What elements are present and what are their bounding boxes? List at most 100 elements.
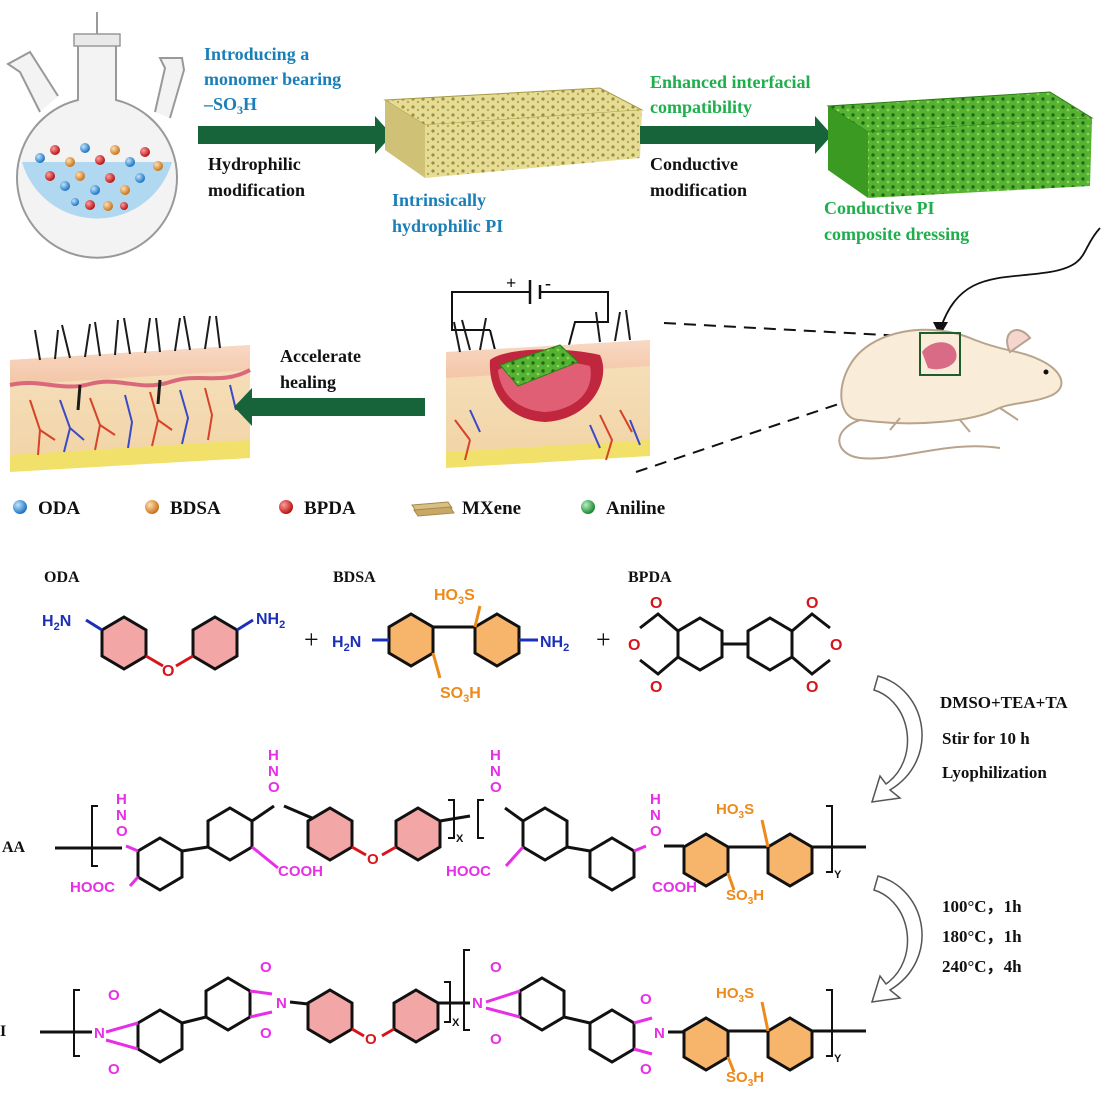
heal-line2: healing [280, 372, 336, 392]
pi-o4: O [260, 1025, 272, 1042]
red-sphere-icon [279, 500, 293, 514]
pi-structure: I N O O O O N O X N O O O O [0, 949, 866, 1089]
orange-sphere-icon [145, 500, 159, 514]
step1-title-line1: Introducing a [204, 44, 309, 64]
bpda-carbonyl-o4: O [806, 679, 818, 696]
oda-structure: H2N NH2 O [42, 611, 285, 680]
cond2-line3: 240°C，4h [942, 957, 1022, 976]
pi-sulfonic-top: HO3S [716, 985, 754, 1005]
cond1-line3: Lyophilization [942, 763, 1047, 782]
paa-o4: O [650, 823, 662, 840]
application-curve-arrow [939, 227, 1101, 331]
hydrophilic-pi-sponge [383, 87, 644, 178]
paa-structure: AA H N O HOOC COOH H N O O X H N O [2, 747, 866, 907]
mxene-flake-icon [411, 501, 455, 517]
reaction-arrow-2 [870, 875, 923, 1003]
healing-arrow [234, 388, 425, 426]
step2-label-line2: modification [650, 180, 747, 200]
paa-h4: H [650, 791, 661, 808]
pi-o6: O [490, 1031, 502, 1048]
paa-n2: N [268, 763, 279, 780]
battery-minus: - [545, 273, 551, 293]
oda-ether-oxygen: O [162, 663, 174, 680]
material2-line2: composite dressing [824, 224, 969, 244]
pi-o2: O [108, 1061, 120, 1078]
paa-h2: H [268, 747, 279, 764]
bdsa-amine-left: H2N [332, 634, 361, 654]
pi-n2: N [276, 995, 287, 1012]
legend-label-bdsa: BDSA [170, 498, 221, 519]
legend: ODA BDSA BPDA MXene Aniline [13, 498, 665, 519]
step1-title-line3: –SO3H [203, 94, 257, 117]
pi-label: I [0, 1023, 6, 1040]
bpda-ring-o-right: O [830, 637, 842, 654]
heal-line1: Accelerate [280, 346, 361, 366]
pi-o3: O [260, 959, 272, 976]
step1-label-line2: modification [208, 180, 305, 200]
paa-cooh2: COOH [652, 879, 697, 896]
pi-sulfonic-bottom: SO3H [726, 1069, 764, 1089]
paa-subscript-x: X [456, 833, 464, 845]
bdsa-name: BDSA [333, 569, 376, 586]
bpda-carbonyl-o3: O [806, 595, 818, 612]
step2-title-line1: Enhanced interfacial [650, 72, 811, 92]
cond1-line2: Stir for 10 h [942, 729, 1030, 748]
paa-subscript-y: Y [834, 869, 842, 881]
material2-line1: Conductive PI [824, 198, 935, 218]
paa-sulfonic-top: HO3S [716, 801, 754, 821]
bdsa-amine-right: NH2 [540, 634, 569, 654]
process-arrow-1 [198, 116, 392, 154]
application-arrowhead [933, 322, 948, 336]
cond1-line1: DMSO+TEA+TA [940, 693, 1068, 712]
pi-o1: O [108, 987, 120, 1004]
pi-n4: N [654, 1025, 665, 1042]
paa-label: AA [2, 839, 26, 856]
material1-line2: hydrophilic PI [392, 216, 503, 236]
legend-label-aniline: Aniline [606, 498, 665, 519]
battery-plus: + [506, 273, 516, 293]
legend-label-oda: ODA [38, 498, 81, 519]
cond2-line2: 180°C，1h [942, 927, 1022, 946]
paa-ether-o: O [367, 851, 379, 868]
paa-cooh1: COOH [278, 863, 323, 880]
bdsa-sulfonic-bottom: SO3H [440, 685, 481, 705]
bpda-carbonyl-o2: O [650, 679, 662, 696]
process-arrow-2 [640, 116, 832, 154]
mouse-illustration [838, 328, 1063, 460]
step1-label-line1: Hydrophilic [208, 154, 301, 174]
paa-n4: N [650, 807, 661, 824]
paa-n1: N [116, 807, 127, 824]
paa-hooc1: HOOC [70, 879, 115, 896]
reactant-spheres [35, 143, 163, 211]
bpda-name: BPDA [628, 569, 672, 586]
bpda-ring-o-left: O [628, 637, 640, 654]
step1-title-line2: monomer bearing [204, 69, 341, 89]
wound-skin-block [446, 309, 650, 468]
bpda-structure: O O O O O O [628, 595, 842, 696]
blue-sphere-icon [13, 500, 27, 514]
paa-o1: O [116, 823, 128, 840]
reaction-arrow-1 [870, 675, 923, 803]
legend-label-bpda: BPDA [304, 498, 356, 519]
conductive-pi-dressing [826, 91, 1094, 198]
paa-h3: H [490, 747, 501, 764]
paa-o2: O [268, 779, 280, 796]
paa-hooc2: HOOC [446, 863, 491, 880]
pi-o8: O [640, 1061, 652, 1078]
bdsa-sulfonic-top: HO3S [434, 587, 475, 607]
plus-sign-1: + [304, 625, 319, 654]
paa-sulfonic-bottom: SO3H [726, 887, 764, 907]
paa-h1: H [116, 791, 127, 808]
wound-site-box [919, 332, 961, 376]
pi-n3: N [472, 995, 483, 1012]
pi-subscript-x: X [452, 1017, 460, 1029]
legend-label-mxene: MXene [462, 498, 521, 519]
pi-ether-o: O [365, 1031, 377, 1048]
reaction-flask [6, 12, 186, 259]
material1-line1: Intrinsically [392, 190, 486, 210]
cond2-line1: 100°C，1h [942, 897, 1022, 916]
paa-n3: N [490, 763, 501, 780]
step2-title-line2: compatibility [650, 97, 752, 117]
zoom-line-top [663, 322, 923, 338]
